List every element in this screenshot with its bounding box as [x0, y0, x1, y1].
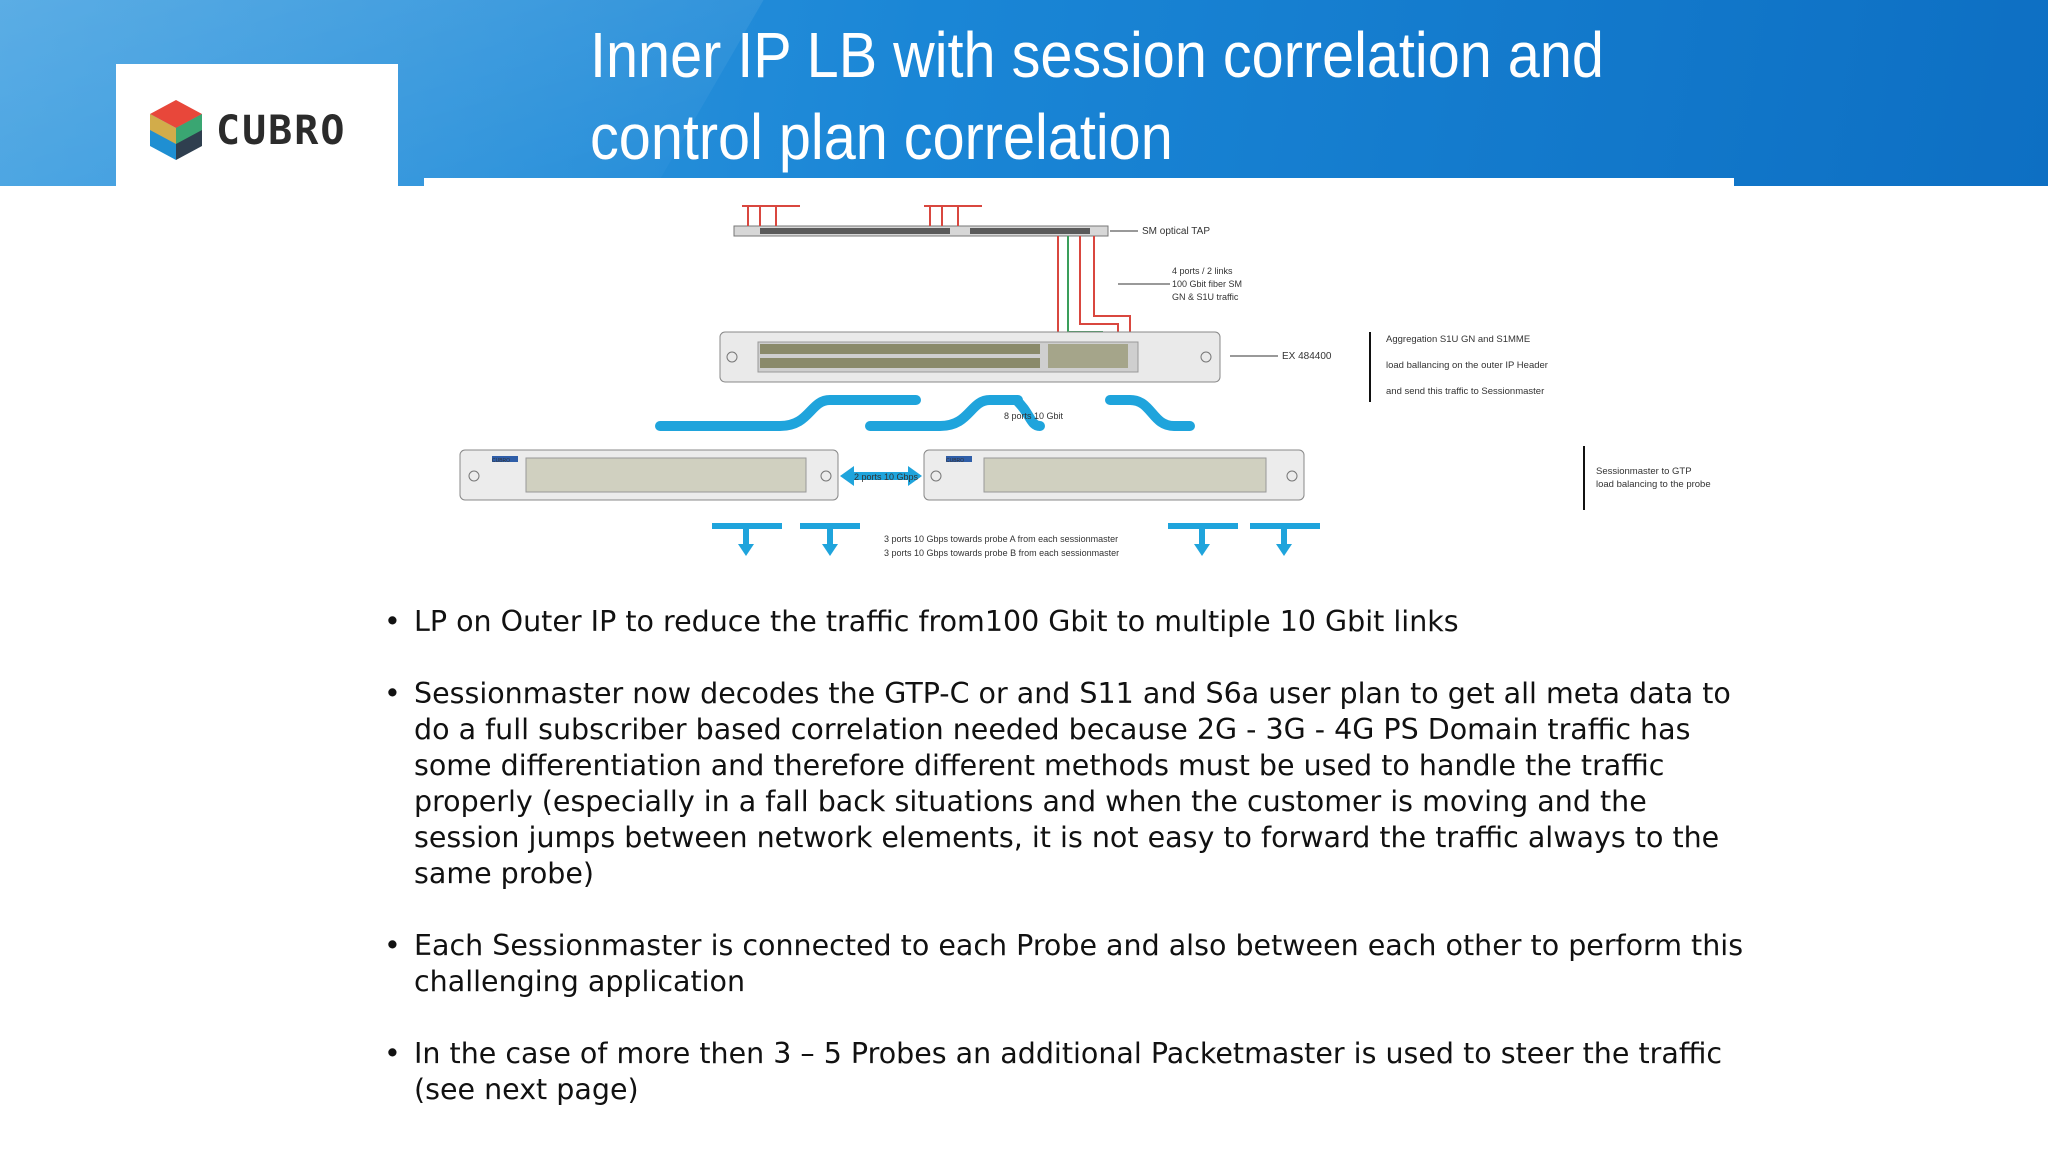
bullet-dot: •: [384, 605, 401, 638]
label-tap: SM optical TAP: [1142, 226, 1210, 237]
cubro-cube-icon: [150, 100, 202, 160]
sessionmaster-b: [923, 449, 1305, 501]
label-sm-1: Sessionmaster to GTP: [1596, 466, 1692, 477]
bullet-text: Sessionmaster now decodes the GTP-C or a…: [414, 677, 1731, 890]
slide-title: Inner IP LB with session correlation and…: [590, 19, 1604, 173]
interlink-arrow: [840, 466, 922, 486]
label-agg-1: Aggregation S1U GN and S1MME: [1386, 334, 1530, 345]
label-ports-3: GN & S1U traffic: [1172, 292, 1239, 302]
optical-tap: [733, 205, 1109, 237]
label-agg-2: load ballancing on the outer IP Header: [1386, 360, 1548, 371]
bullet-item: • Each Sessionmaster is connected to each…: [384, 928, 1744, 1000]
sessionmaster-a: [459, 449, 839, 501]
bullet-dot: •: [384, 929, 401, 962]
label-probe-b: 3 ports 10 Gbps towards probe B from eac…: [884, 548, 1119, 558]
label-ex: EX 484400: [1282, 351, 1332, 362]
ten-gig-links: [655, 395, 1195, 431]
label-eight-ports: 8 ports 10 Gbit: [1004, 411, 1064, 421]
logo-text: CUBRO: [216, 108, 347, 154]
brand-small-b: CUBRO: [946, 458, 964, 464]
content-panel-top: [424, 178, 1734, 192]
label-sm-2: load balancing to the probe: [1596, 479, 1711, 490]
logo: CUBRO: [116, 64, 398, 186]
network-diagram: SM optical TAP 4 ports / 2 links 100 Gbi…: [459, 205, 1711, 558]
bullet-item: • LP on Outer IP to reduce the traffic fr…: [384, 604, 1744, 640]
ex-switch: [719, 331, 1221, 383]
header-banner: CUBRO Inner IP LB with session correlati…: [0, 0, 2048, 186]
bullet-item: • Sessionmaster now decodes the GTP-C or …: [384, 676, 1744, 892]
brand-small-a: CUBRO: [492, 458, 510, 464]
bullet-dot: •: [384, 677, 401, 710]
bullet-text: LP on Outer IP to reduce the traffic fro…: [414, 605, 1459, 638]
label-ports-2: 100 Gbit fiber SM: [1172, 279, 1242, 289]
probe-arrows: [712, 523, 1320, 546]
bullet-text: Each Sessionmaster is connected to each …: [414, 929, 1744, 998]
label-agg-3: and send this traffic to Sessionmaster: [1386, 386, 1544, 397]
bullet-item: • In the case of more then 3 – 5 Probes a…: [384, 1036, 1744, 1108]
label-probe-a: 3 ports 10 Gbps towards probe A from eac…: [884, 534, 1118, 544]
label-ports-1: 4 ports / 2 links: [1172, 266, 1233, 276]
probe-arrow-heads: [738, 544, 1292, 556]
label-two-ports: 2 ports 10 Gbps: [854, 472, 919, 482]
bullet-dot: •: [384, 1037, 401, 1070]
bullet-list: • LP on Outer IP to reduce the traffic fr…: [384, 604, 1744, 1144]
bullet-text: In the case of more then 3 – 5 Probes an…: [414, 1037, 1723, 1106]
